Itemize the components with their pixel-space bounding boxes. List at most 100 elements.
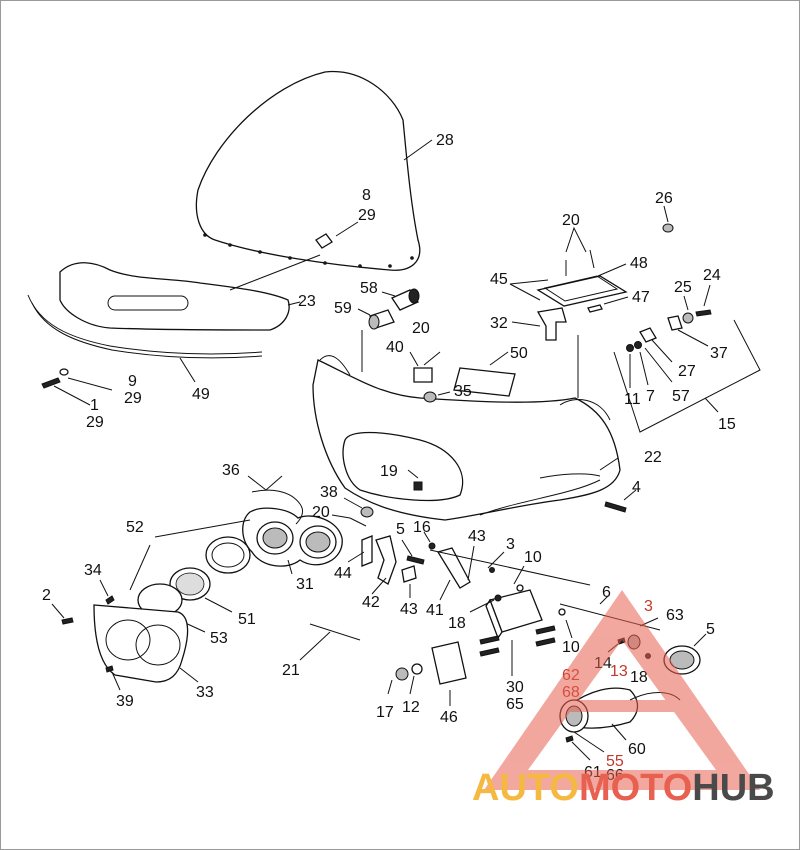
callout-55-red: 55	[606, 753, 624, 770]
leader-55	[573, 731, 605, 753]
leader-35	[437, 391, 451, 396]
clip-43	[401, 565, 417, 583]
callout-60: 60	[628, 741, 646, 758]
watermark-moto: MOTO	[579, 767, 692, 809]
headlamp-ring-31	[205, 536, 251, 574]
callout-28: 28	[436, 132, 454, 149]
leader-48	[597, 263, 627, 277]
watermark-wordmark: AUTOMOTOHUB	[472, 767, 775, 809]
leader-37	[677, 329, 709, 347]
callout-32: 32	[490, 315, 508, 332]
callout-4: 4	[632, 479, 641, 496]
pin-20c	[349, 517, 367, 527]
svg-text:AUTOMOTOHUB: AUTOMOTOHUB	[472, 767, 775, 809]
headlamp-lens-51	[169, 567, 211, 601]
callout-27: 27	[678, 363, 696, 380]
callout-29: 29	[86, 414, 104, 431]
leader-10b	[565, 619, 573, 639]
callout-11: 11	[624, 391, 641, 408]
leader-3a	[487, 551, 505, 569]
washer-18a	[494, 594, 502, 602]
callout-44: 44	[334, 565, 352, 582]
bracket-42	[375, 535, 397, 585]
leader-6	[599, 595, 609, 605]
connector-58	[391, 288, 420, 311]
windshield-spacer	[315, 233, 333, 249]
leader-49	[179, 357, 196, 383]
speaker-panel-inner	[543, 275, 619, 302]
callout-45: 45	[490, 271, 508, 288]
watermark-auto: AUTO	[472, 767, 579, 809]
callout-10: 10	[524, 549, 542, 566]
leader-39	[111, 671, 121, 691]
callout-38: 38	[320, 484, 338, 501]
leader-44	[347, 551, 365, 563]
leader-windshield-to-trim	[229, 254, 321, 291]
leader-52	[154, 519, 251, 538]
leader-28	[403, 139, 433, 161]
callout-37: 37	[710, 345, 728, 362]
washer-10b	[558, 608, 566, 616]
clip-40	[413, 367, 433, 383]
callout-39: 39	[116, 693, 134, 710]
headlamp-opening	[342, 431, 464, 502]
callout-1: 1	[90, 397, 99, 414]
trim-panel-50	[453, 367, 516, 397]
screw-5a	[406, 555, 425, 565]
wiring-36	[251, 489, 303, 525]
leader-47	[603, 296, 629, 305]
callout-3-red: 3	[644, 598, 653, 615]
screw-1	[41, 377, 61, 389]
nut-17	[395, 667, 409, 681]
callout-65: 65	[506, 696, 524, 713]
leader-20c	[331, 514, 351, 519]
callout-18: 18	[448, 615, 466, 632]
callout-10: 10	[562, 639, 580, 656]
callout-63: 63	[666, 607, 684, 624]
leader-45b	[509, 279, 549, 285]
callout-19: 19	[380, 463, 398, 480]
screw-61	[565, 735, 574, 743]
screw-4	[604, 501, 627, 513]
signal-lens-5b	[663, 645, 701, 675]
fairing-lower-line	[479, 479, 601, 516]
callout-23: 23	[298, 293, 316, 310]
watermark-hub: HUB	[692, 767, 774, 809]
washer-10a	[516, 584, 524, 592]
callout-58: 58	[360, 280, 378, 297]
callout-18: 18	[630, 669, 648, 686]
leader-18a	[469, 599, 495, 613]
callout-17: 17	[376, 704, 394, 721]
leader-42	[371, 577, 387, 595]
callout-3: 3	[506, 536, 515, 553]
callout-5: 5	[396, 521, 405, 538]
fairing-clip-19	[413, 481, 423, 491]
callout-34: 34	[84, 562, 102, 579]
leader-15	[704, 397, 719, 413]
leader-5b	[693, 633, 707, 647]
bracket-45	[536, 307, 567, 341]
grommet-38	[360, 506, 374, 518]
leader-long-axis	[429, 549, 591, 586]
callout-6: 6	[602, 584, 611, 601]
callout-48: 48	[630, 255, 648, 272]
plate-37	[667, 315, 683, 331]
callout-30: 30	[506, 679, 524, 696]
callout-52: 52	[126, 519, 144, 536]
leader-26	[663, 205, 669, 223]
callout-22: 22	[644, 449, 662, 466]
pins-20a	[565, 249, 595, 276]
callout-9: 9	[128, 373, 137, 390]
mount-bolts	[479, 625, 556, 657]
leader-50	[489, 351, 509, 366]
screw-34	[105, 595, 115, 605]
callout-20: 20	[412, 320, 430, 337]
watermark-bar	[560, 700, 680, 712]
callout-50: 50	[510, 345, 528, 362]
callout-49: 49	[192, 386, 210, 403]
leader-57	[644, 347, 673, 383]
callout-42: 42	[362, 594, 380, 611]
callout-5: 5	[706, 621, 715, 638]
leader-59	[357, 308, 371, 316]
fairing-right-edge	[559, 399, 611, 421]
